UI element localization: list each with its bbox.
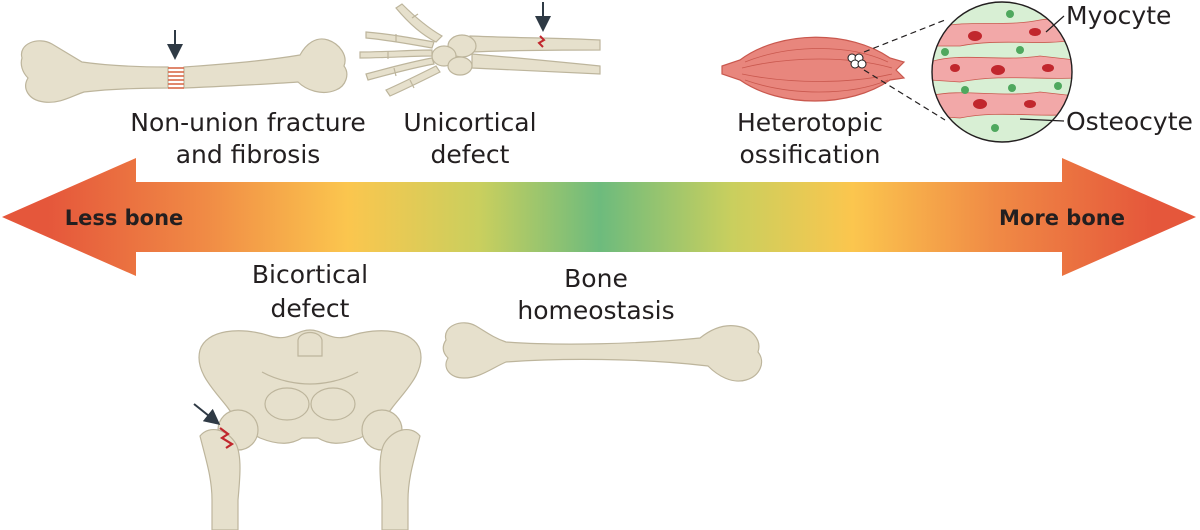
heterotopic-ossification-illustration [721,19,946,121]
osteocyte-leader-line [1019,118,1065,122]
homeostasis-label-line1: Bone [564,264,628,293]
more-bone-label: More bone [999,206,1125,230]
nonunion-label-line1: Non-union fracture [130,108,366,137]
nonunion-fracture-illustration [20,30,348,103]
tissue-inset-circle [931,1,1073,143]
unicortical-label-line1: Unicortical [403,108,536,137]
bicortical-label-line1: Bicortical [252,260,368,289]
unicortical-defect-illustration [359,2,601,97]
osteocyte-label: Osteocyte [1066,107,1193,136]
less-bone-label: Less bone [65,206,184,230]
homeostasis-label-line2: homeostasis [517,296,674,325]
nonunion-label-line2: and fibrosis [176,140,321,169]
healthy-femur-illustration [442,322,763,382]
heterotopic-label-line2: ossification [740,140,881,169]
myocyte-leader-line [1045,15,1065,33]
bone-spectrum-arrow: Less bone More bone [2,158,1196,276]
unicortical-label-line2: defect [431,140,510,169]
bicortical-label-line2: defect [271,294,350,323]
heterotopic-label-line1: Heterotopic [737,108,883,137]
bicortical-pointer-arrow [193,403,221,425]
bicortical-defect-illustration [193,329,422,530]
myocyte-label: Myocyte [1066,1,1171,30]
